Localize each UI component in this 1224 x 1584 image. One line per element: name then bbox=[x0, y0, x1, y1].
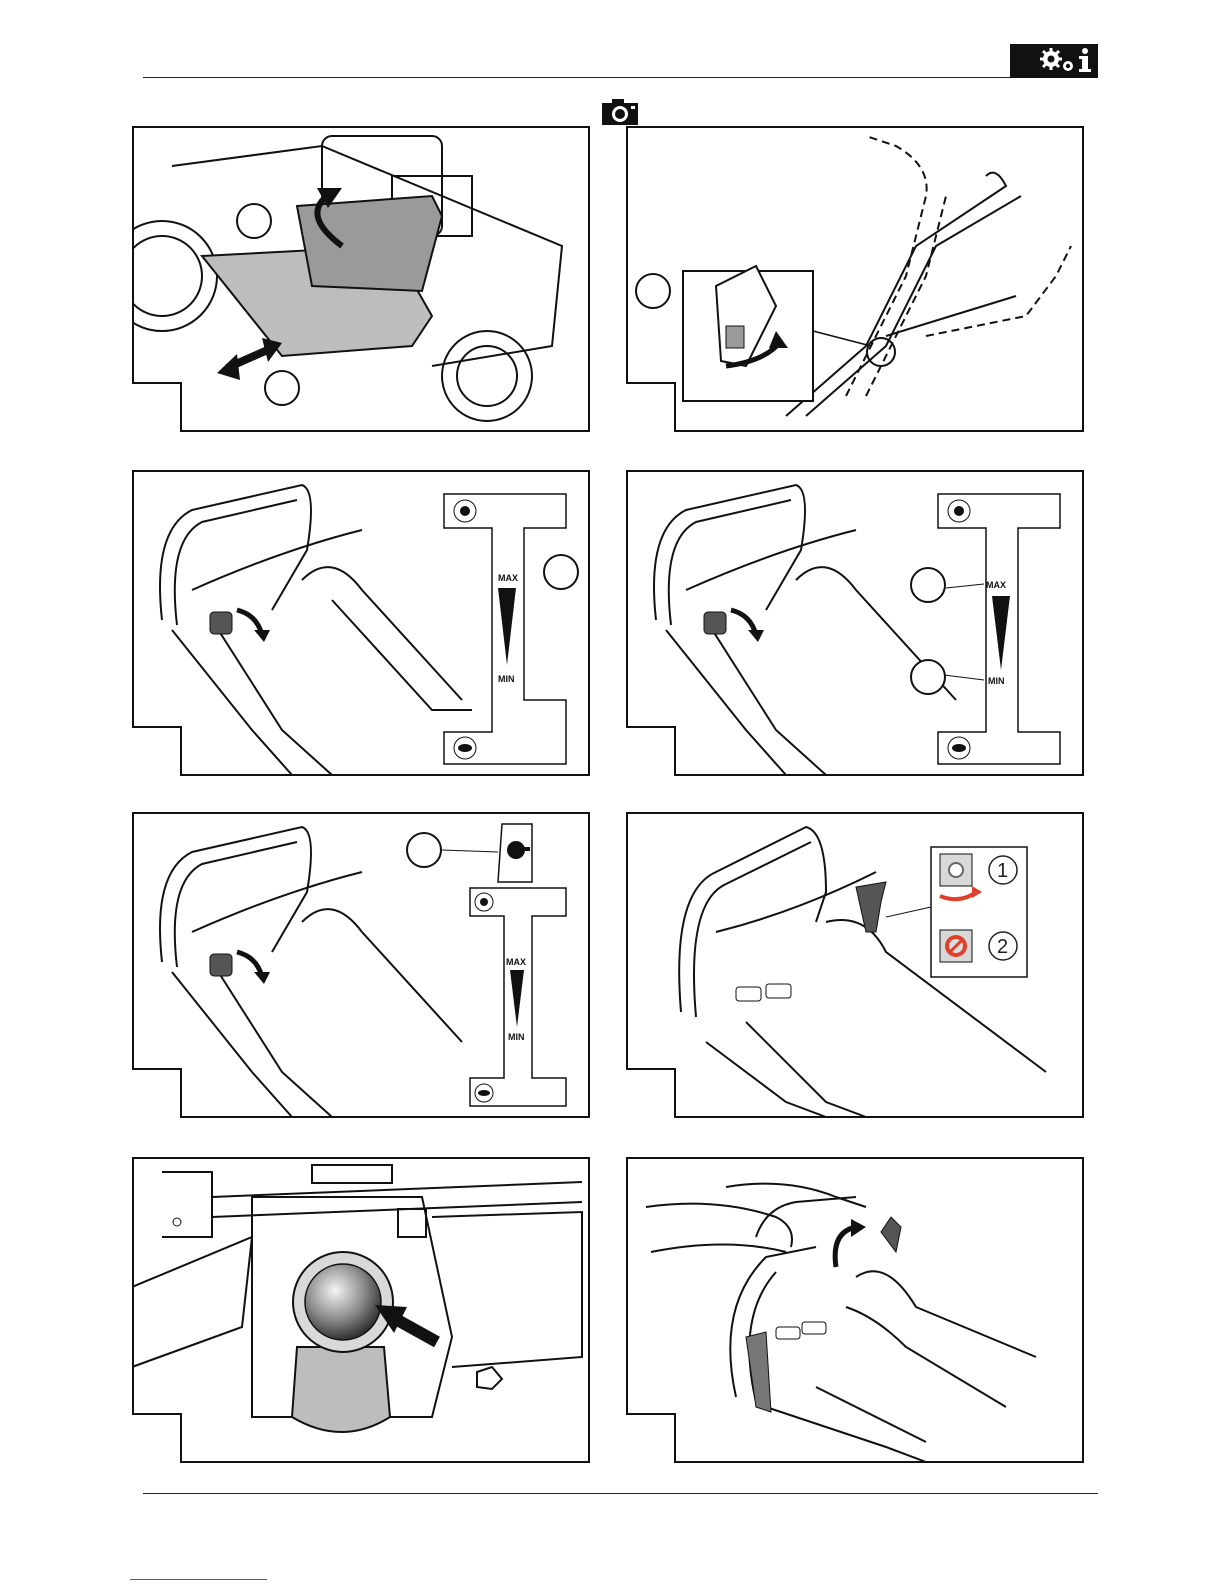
callout-2 bbox=[911, 660, 945, 694]
drive-legend: 1 2 bbox=[931, 847, 1027, 977]
scale-max-label: MAX bbox=[986, 580, 1006, 590]
callout-2 bbox=[265, 371, 299, 405]
callout-1 bbox=[544, 555, 578, 589]
gear-engage-icon bbox=[949, 863, 963, 877]
panel-bag-removal bbox=[132, 126, 590, 432]
key-start-badge bbox=[498, 824, 532, 882]
bottom-rule bbox=[143, 1493, 1098, 1494]
scale-max-label: MAX bbox=[506, 957, 526, 967]
panel-throttle-key: MAX MIN bbox=[132, 812, 590, 1118]
callout-1 bbox=[911, 568, 945, 602]
section-tag bbox=[1010, 44, 1098, 78]
legend-number-1: 1 bbox=[997, 860, 1008, 882]
rabbit-icon bbox=[460, 506, 470, 516]
camera-icon bbox=[602, 99, 638, 125]
panel-drive-lever: 1 2 bbox=[626, 812, 1084, 1118]
scale-max-label: MAX bbox=[498, 573, 518, 583]
scale-min-label: MIN bbox=[988, 676, 1005, 686]
panel-brake-bar bbox=[626, 1157, 1084, 1463]
footer-link-underline bbox=[130, 1579, 267, 1580]
scale-min-label: MIN bbox=[498, 674, 515, 684]
rabbit-icon bbox=[480, 898, 488, 906]
callout-1 bbox=[636, 274, 670, 308]
gear-icon bbox=[1040, 48, 1062, 70]
legend-number-2: 2 bbox=[997, 936, 1008, 958]
info-icon bbox=[1079, 48, 1091, 72]
turtle-icon bbox=[458, 744, 472, 752]
scale-min-label: MIN bbox=[508, 1032, 525, 1042]
callout-1 bbox=[237, 204, 271, 238]
top-rule bbox=[143, 77, 1098, 78]
turtle-icon bbox=[952, 744, 966, 752]
panel-throttle-range: MAX MIN bbox=[626, 470, 1084, 776]
callout-1 bbox=[407, 833, 441, 867]
panel-handle-adjust bbox=[626, 126, 1084, 432]
rabbit-icon bbox=[954, 506, 964, 516]
panel-throttle-max: MAX MIN bbox=[132, 470, 590, 776]
panel-primer-bulb bbox=[132, 1157, 590, 1463]
turtle-icon bbox=[478, 1090, 490, 1096]
gear-small-icon bbox=[1063, 61, 1073, 71]
